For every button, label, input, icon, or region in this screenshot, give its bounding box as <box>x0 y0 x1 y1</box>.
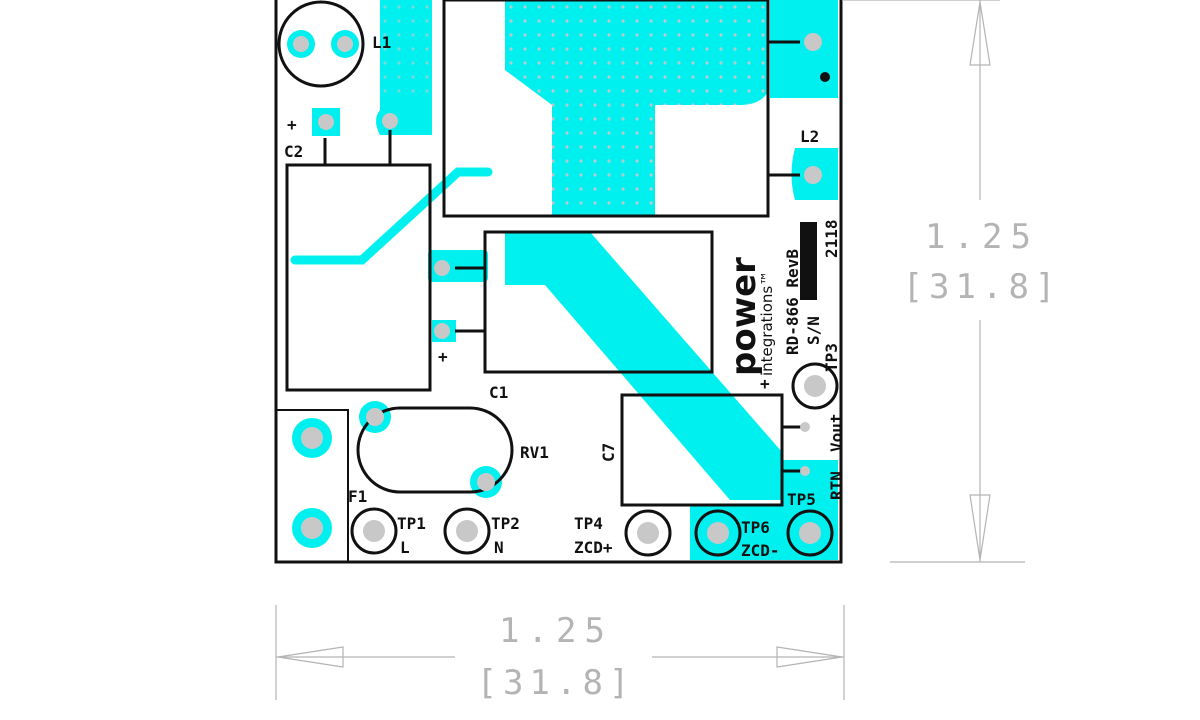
vertical-dimension <box>842 0 1025 563</box>
copper-c7-pour <box>622 395 782 505</box>
via-field <box>380 0 768 215</box>
horizontal-dim-arrow-left <box>277 646 344 668</box>
silkscreen-labels: L1 L2 C2 + C1 + + C7 RV1 F1 TP1 L TP2 N … <box>284 33 846 560</box>
board-outline <box>274 0 843 564</box>
horizontal-dimension <box>275 605 845 700</box>
rv1-label: RV1 <box>520 443 549 462</box>
f1-outline <box>275 409 349 563</box>
tp3-net-label: Vout <box>827 413 846 452</box>
tp1-label: TP1 <box>397 514 426 533</box>
tp2-label: TP2 <box>491 514 520 533</box>
tp1-net-label: L <box>400 538 410 557</box>
tp5-label: TP5 <box>787 490 816 509</box>
c1-plus-label: + <box>438 347 448 366</box>
rv1-outline <box>356 406 514 494</box>
tp3-label: TP3 <box>822 343 841 372</box>
tp6-label: TP6 <box>741 518 770 537</box>
height-mm-label: [31.8] <box>903 267 1062 307</box>
tp6-net-label: ZCD- <box>741 541 780 560</box>
c7-plus-label: + <box>760 374 770 393</box>
pads <box>293 33 826 544</box>
c7-outline <box>620 393 784 507</box>
board-id-label: RD-866 RevB <box>783 249 802 355</box>
logo-integrations-text: integrations™ <box>758 271 776 376</box>
l1-label: L1 <box>372 33 391 52</box>
height-inches-label: 1.25 <box>925 217 1039 257</box>
copper-diagonal-trace <box>505 232 782 500</box>
power-integrations-logo: power integrations™ <box>724 257 776 376</box>
c7-label: C7 <box>599 443 618 462</box>
serial-label: S/N <box>804 316 823 345</box>
copper-trace-c2 <box>290 167 493 265</box>
tp1-ring <box>350 507 398 555</box>
vertical-dim-arrow-top <box>969 1 991 66</box>
tp4-ring <box>624 509 672 557</box>
c1-outline <box>483 230 714 374</box>
tp5-net-label: RTN <box>827 471 846 500</box>
tp2-net-label: N <box>494 538 504 557</box>
c2-outline <box>285 163 432 392</box>
tp2-ring <box>443 507 491 555</box>
serial-number-bar <box>800 222 817 300</box>
horizontal-dim-arrow-right <box>776 646 843 668</box>
date-code-label: 2118 <box>822 219 841 258</box>
c2-label: C2 <box>284 142 303 161</box>
f1-label: F1 <box>348 487 367 506</box>
l2-label: L2 <box>800 127 819 146</box>
tp4-net-label: ZCD+ <box>574 538 613 557</box>
vertical-dim-arrow-bottom <box>969 494 991 561</box>
transformer-outline <box>442 0 770 218</box>
tp4-label: TP4 <box>574 514 603 533</box>
tp5-ring <box>786 509 834 557</box>
width-mm-label: [31.8] <box>477 663 636 703</box>
c1-label: C1 <box>489 383 508 402</box>
tp3-ring <box>791 362 839 410</box>
logo-power-text: power <box>724 257 764 376</box>
c2-plus-label: + <box>287 115 297 134</box>
l1-outline <box>277 0 365 88</box>
width-inches-label: 1.25 <box>499 611 613 651</box>
silkscreen-layer <box>274 0 843 564</box>
tp6-ring <box>694 509 742 557</box>
polarity-dot <box>820 72 830 82</box>
